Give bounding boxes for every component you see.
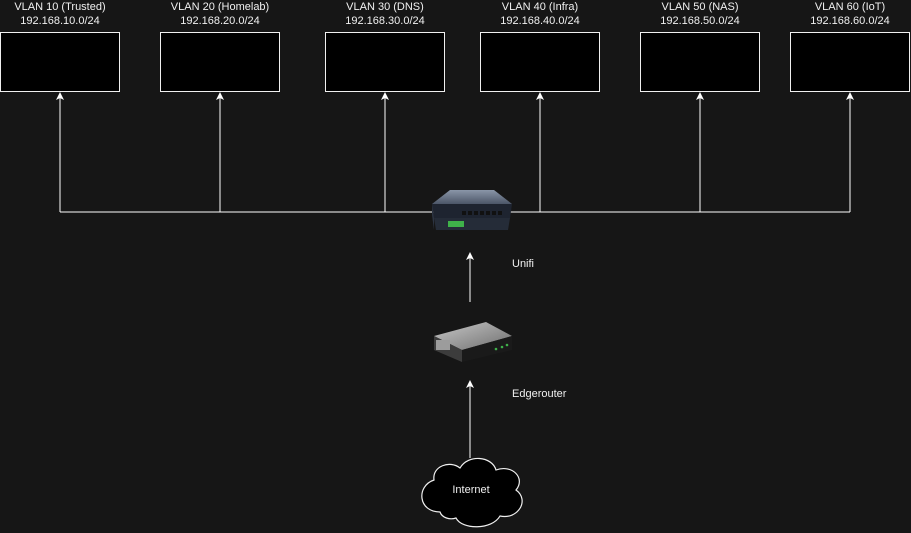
vlan-50-label: VLAN 50 (NAS) 192.168.50.0/24 bbox=[620, 0, 780, 28]
vlan-40-subnet: 192.168.40.0/24 bbox=[500, 15, 580, 27]
vlan-50-subnet: 192.168.50.0/24 bbox=[660, 15, 740, 27]
cloud-icon bbox=[421, 457, 523, 528]
vlan-10-box[interactable] bbox=[0, 32, 120, 92]
vlan-30-name: VLAN 30 (DNS) bbox=[346, 1, 424, 13]
vlan-20-name: VLAN 20 (Homelab) bbox=[170, 1, 270, 13]
vlan-10-subnet: 192.168.10.0/24 bbox=[20, 15, 100, 27]
vlan-10-label: VLAN 10 (Trusted) 192.168.10.0/24 bbox=[0, 0, 140, 28]
vlan-40-label: VLAN 40 (Infra) 192.168.40.0/24 bbox=[460, 0, 620, 28]
vlan-connectors bbox=[56, 92, 854, 212]
network-switch-icon bbox=[432, 190, 512, 230]
internet-label: Internet bbox=[452, 484, 490, 496]
vlan-30-label: VLAN 30 (DNS) 192.168.30.0/24 bbox=[305, 0, 465, 28]
vlan-50-name: VLAN 50 (NAS) bbox=[661, 1, 739, 13]
vlan-50-box[interactable] bbox=[640, 32, 760, 92]
vlan-60-subnet: 192.168.60.0/24 bbox=[810, 15, 890, 27]
vlan-60-name: VLAN 60 (IoT) bbox=[814, 1, 886, 13]
vlan-20-box[interactable] bbox=[160, 32, 280, 92]
vlan-60-box[interactable] bbox=[790, 32, 910, 92]
vlan-40-name: VLAN 40 (Infra) bbox=[501, 1, 579, 13]
switch-label: Unifi bbox=[512, 258, 535, 270]
vlan-30-subnet: 192.168.30.0/24 bbox=[345, 15, 425, 27]
vlan-30-box[interactable] bbox=[325, 32, 445, 92]
vlan-40-box[interactable] bbox=[480, 32, 600, 92]
vlan-10-name: VLAN 10 (Trusted) bbox=[14, 1, 106, 13]
vlan-60-label: VLAN 60 (IoT) 192.168.60.0/24 bbox=[770, 0, 911, 28]
vlan-20-subnet: 192.168.20.0/24 bbox=[180, 15, 260, 27]
router-label: Edgerouter bbox=[512, 388, 567, 400]
router-icon bbox=[434, 322, 512, 362]
vlan-20-label: VLAN 20 (Homelab) 192.168.20.0/24 bbox=[140, 0, 300, 28]
